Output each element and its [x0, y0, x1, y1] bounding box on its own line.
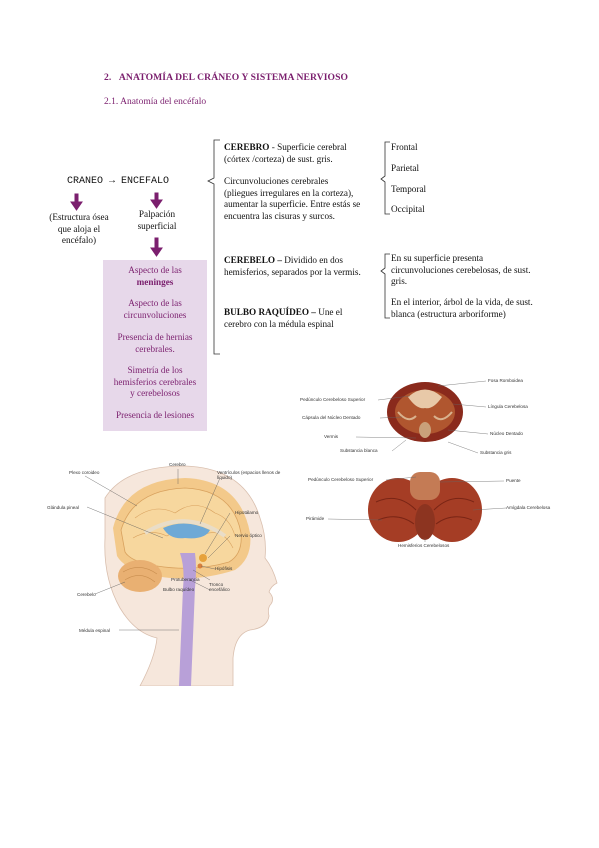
lobe-occipital: Occipital — [391, 204, 425, 214]
encefalo-note: Palpación superficial — [137, 209, 177, 231]
label-substancia-blanca: Substancia blanca — [340, 448, 378, 453]
label-capsula-nucleo: Cápsula del Núcleo Dentado — [302, 415, 361, 420]
label-cerebelo: Cerebelo — [77, 592, 96, 597]
label-tronco-encefalico: Tronco encefálico — [209, 582, 230, 592]
label-puente: Puente — [506, 478, 521, 483]
label-pedunculo-superior: Pedúnculo Cerebeloso Superior — [300, 397, 366, 402]
label-amigdala: Amígdala Cerebelosa — [506, 505, 551, 510]
cerebelo-note-2: En el interior, árbol de la vida, de sus… — [391, 297, 533, 319]
cerebelo-block: CEREBELO – Dividido en dos hemisferios, … — [224, 255, 361, 277]
subsection-heading: 2.1. Anatomía del encéfalo — [104, 97, 207, 107]
label-vermis: Vermis — [324, 434, 339, 439]
label-ventriculos: Ventrículos (espacios llenos de líquido) — [217, 470, 281, 480]
label-pedunculo-superior-2: Pedúnculo Cerebeloso Superior — [308, 477, 374, 482]
label-cerebro: Cerebro — [169, 462, 186, 467]
label-lingula: Língula Cerebelosa — [488, 404, 528, 409]
cerebelo-title: CEREBELO – — [224, 255, 282, 265]
palpation-box: Aspecto de las meninges Aspecto de las c… — [103, 260, 207, 431]
palpation-item-simetria: Simetría de los hemisferios cerebrales y… — [113, 365, 197, 399]
label-plexo-coroideo: Plexo coroideo — [69, 470, 100, 475]
lobe-parietal: Parietal — [391, 163, 420, 173]
label-fosa-romboidea: Fosa Romboidea — [488, 378, 523, 383]
palpation-item-meninges: Aspecto de las meninges — [128, 265, 182, 287]
label-glandula-pineal: Glándula pineal — [47, 505, 79, 510]
label-medula-espinal: Médula espinal — [79, 628, 110, 633]
label-hemisferios: Hemisferios Cerebelosos — [398, 543, 450, 548]
label-substancia-gris: Substancia gris — [480, 450, 512, 455]
palpation-item-circunvoluciones: Aspecto de las circunvoluciones — [123, 298, 187, 320]
label-piramide: Pirámide — [306, 516, 325, 521]
bulbo-title: BULBO RAQUÍDEO – — [224, 307, 316, 317]
lobe-frontal: Frontal — [391, 142, 418, 152]
section-heading: 2. ANATOMÍA DEL CRÁNEO Y SISTEMA NERVIOS… — [104, 72, 349, 83]
cerebelo-note-1: En su superficie presenta circunvolucion… — [391, 253, 531, 287]
circunvoluciones-text: Circunvoluciones cerebrales (pliegues ir… — [224, 176, 361, 221]
label-hipofisis: Hipófisis — [215, 566, 233, 571]
label-bulbo-raquideo: Bulbo raquídeo — [163, 587, 195, 592]
lobe-temporal: Temporal — [391, 184, 427, 194]
brain-illustration: Plexo coroideo Cerebro Ventrículos (espa… — [45, 458, 315, 686]
cerebro-title: CEREBRO — [224, 142, 270, 152]
cerebro-block: CEREBRO - Superficie cerebral (córtex /c… — [224, 142, 347, 164]
palpation-item-hernias: Presencia de hernias cerebrales. — [117, 332, 193, 354]
label-hipotalamo: Hipotálamo — [235, 510, 259, 515]
craneo-note: (Estructura ósea que aloja el encéfalo) — [49, 212, 109, 246]
cerebellum-illustration: Fosa Romboidea Pedúnculo Cerebeloso Supe… — [298, 372, 558, 552]
bulbo-block: BULBO RAQUÍDEO – Une el cerebro con la m… — [224, 307, 343, 329]
label-protuberancia: Protuberancia — [171, 577, 200, 582]
palpation-item-lesiones: Presencia de lesiones — [115, 410, 195, 420]
craneo-encefalo: CRANEO → ENCEFALO — [67, 176, 170, 187]
label-nucleo-dentado: Núcleo Dentado — [490, 431, 523, 436]
label-nervio-optico: Nervio óptico — [235, 533, 262, 538]
